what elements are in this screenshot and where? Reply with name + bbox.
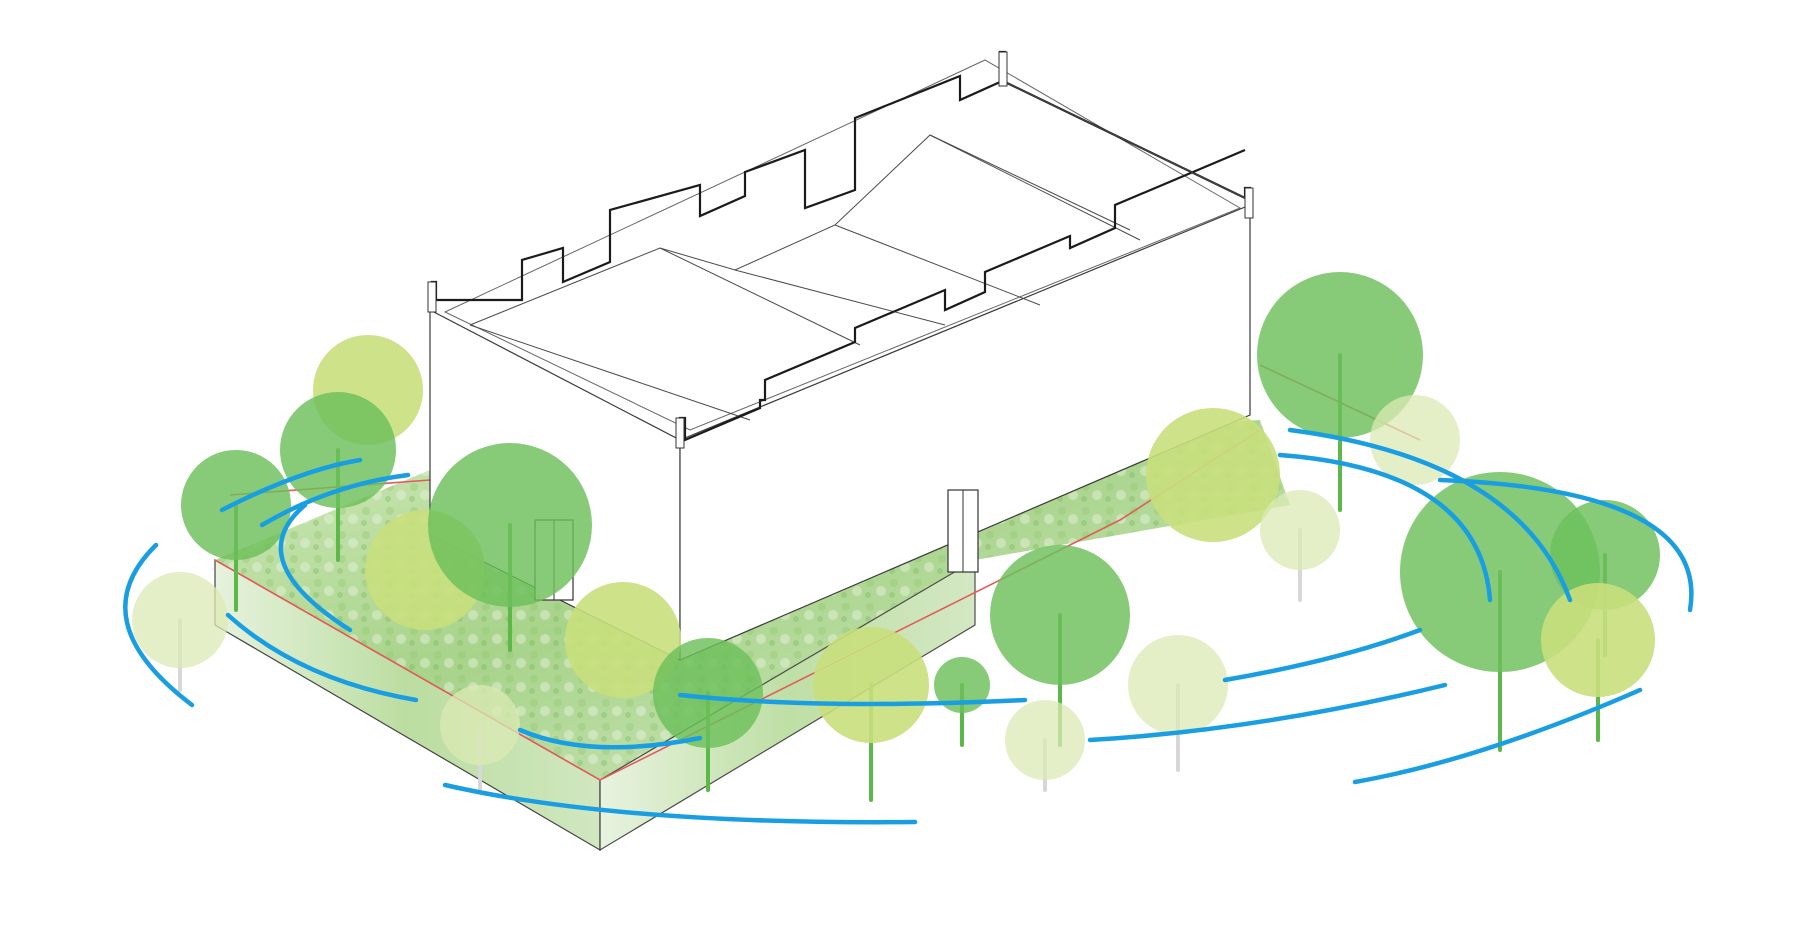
trees-layer bbox=[132, 272, 1660, 802]
airflow-arc-icon bbox=[1087, 682, 1448, 743]
tree-canopy bbox=[990, 545, 1130, 685]
building-roof-plane bbox=[443, 59, 1242, 431]
tree-canopy bbox=[1541, 583, 1655, 697]
roof-ridge-line bbox=[469, 134, 1141, 326]
roof-truss-1 bbox=[659, 247, 861, 346]
tree-canopy bbox=[653, 638, 763, 748]
round-tree-icon bbox=[428, 443, 592, 652]
building-parapet-back bbox=[1004, 81, 1246, 199]
airflow-arc-icon bbox=[677, 692, 1028, 707]
round-tree-icon bbox=[132, 572, 228, 692]
airflow-arc-icon bbox=[517, 727, 703, 750]
airflow-layer bbox=[123, 427, 1694, 825]
round-tree-icon bbox=[1257, 272, 1423, 512]
airflow-arc-icon bbox=[123, 542, 195, 708]
airflow-arc-icon bbox=[1287, 427, 1573, 603]
corner-finial-back bbox=[998, 51, 1008, 87]
airflow-arc-icon bbox=[1222, 627, 1423, 683]
tree-canopy bbox=[1146, 408, 1280, 542]
door-icon bbox=[947, 489, 979, 573]
tree-canopy bbox=[565, 582, 681, 698]
tree-canopy bbox=[1257, 272, 1423, 438]
airflow-arc-icon bbox=[278, 502, 353, 633]
building-side-facade bbox=[679, 204, 1251, 661]
round-tree-icon bbox=[934, 657, 990, 747]
tree-canopy bbox=[934, 657, 990, 713]
round-tree-icon bbox=[1128, 635, 1228, 772]
building-parapet-front bbox=[678, 148, 1246, 442]
round-tree-icon bbox=[1370, 395, 1460, 485]
tree-canopy bbox=[813, 627, 929, 743]
round-tree-icon bbox=[813, 627, 929, 802]
tree-canopy bbox=[1260, 490, 1340, 570]
round-tree-icon bbox=[1541, 583, 1655, 742]
roof-truss-3 bbox=[834, 224, 1041, 306]
corner-finial-right bbox=[1244, 187, 1254, 219]
airflow-arc-icon bbox=[442, 782, 918, 825]
tree-canopy bbox=[1005, 700, 1085, 780]
tree-canopy bbox=[132, 572, 228, 668]
roof-truss-2 bbox=[734, 269, 946, 326]
round-tree-icon bbox=[1260, 490, 1340, 602]
round-tree-icon bbox=[653, 638, 763, 792]
roof-eave-line bbox=[469, 324, 751, 421]
airflow-arc-icon bbox=[1352, 687, 1643, 785]
round-tree-icon bbox=[565, 582, 681, 698]
tree-canopy bbox=[428, 443, 592, 607]
roof-truss-4 bbox=[929, 134, 1131, 231]
round-tree-icon bbox=[1005, 700, 1085, 792]
tree-canopy bbox=[280, 392, 396, 508]
airflow-arc-icon bbox=[225, 612, 419, 703]
airflow-arc-icon bbox=[259, 472, 411, 528]
round-tree-icon bbox=[1146, 408, 1280, 542]
corner-finial-front bbox=[675, 417, 685, 449]
airflow-arc-icon bbox=[1437, 477, 1694, 613]
tree-canopy bbox=[440, 685, 520, 765]
round-tree-icon bbox=[440, 685, 520, 792]
tree-canopy bbox=[1128, 635, 1228, 735]
tree-canopy bbox=[1370, 395, 1460, 485]
airflow-arc-icon bbox=[219, 457, 363, 513]
airflow-arc-icon bbox=[1277, 452, 1493, 603]
corner-finial-left bbox=[427, 281, 437, 313]
tree-canopy bbox=[1550, 500, 1660, 610]
round-tree-icon bbox=[280, 392, 396, 562]
